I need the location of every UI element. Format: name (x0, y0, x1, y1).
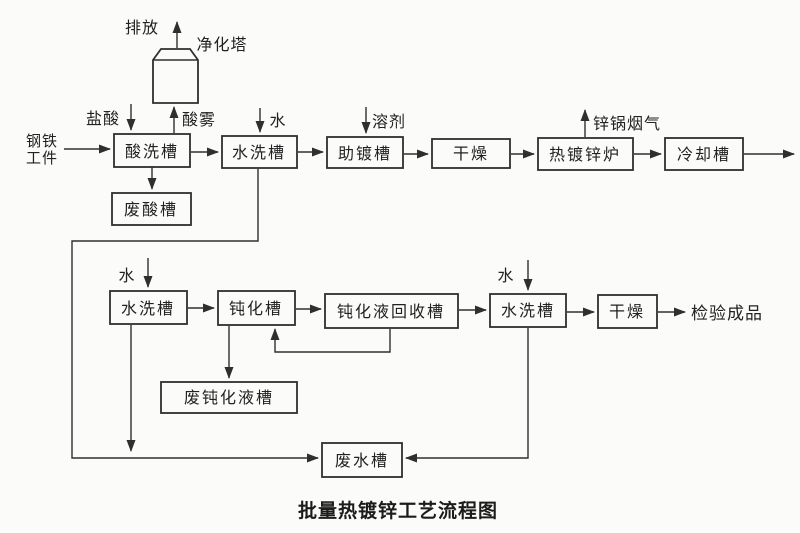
label-passivation-tank: 钝化槽 (229, 300, 283, 318)
label-inspect-product: 检验成品 (691, 304, 763, 323)
box-waste-passivation-tank (160, 381, 298, 414)
box-drying-2 (597, 294, 658, 329)
label-water-bottom-right: 水 (497, 267, 514, 285)
box-waste-water-tank (321, 442, 403, 478)
label-source-line2: 工件 (26, 150, 58, 167)
label-drying-2: 干燥 (609, 303, 645, 321)
label-zinc-pot-fume: 锌锅烟气 (593, 115, 661, 133)
label-galvanizing-furnace: 热镀锌炉 (549, 146, 621, 164)
box-cooling-tank (664, 137, 744, 171)
label-flux-tank: 助镀槽 (338, 145, 392, 163)
box-passivation-tank (217, 290, 296, 326)
label-water-top: 水 (269, 112, 286, 130)
box-passivation-recovery-tank (324, 293, 459, 329)
purification-tower-shape (152, 48, 199, 104)
box-galvanizing-furnace (537, 137, 634, 171)
box-rinse-tank-1 (221, 135, 298, 169)
box-waste-acid-tank (111, 192, 192, 226)
label-source-line1: 钢铁 (26, 133, 58, 150)
label-waste-passivation-tank: 废钝化液槽 (184, 389, 274, 407)
label-discharge: 排放 (125, 19, 159, 37)
box-drying-1 (431, 138, 511, 169)
box-flux-tank (326, 136, 404, 169)
label-water-bottom-left: 水 (118, 267, 135, 285)
label-waste-water-tank: 废水槽 (335, 452, 389, 470)
diagram-title: 批量热镀锌工艺流程图 (298, 499, 498, 522)
box-rinse-tank-3 (489, 293, 567, 328)
label-hydrochloric-acid: 盐酸 (86, 110, 120, 128)
label-rinse-tank-1: 水洗槽 (232, 144, 286, 162)
arrow-recovery-recycle-to-passivation (270, 328, 391, 353)
label-purification-tower: 净化塔 (196, 36, 247, 54)
label-rinse-tank-2: 水洗槽 (121, 300, 175, 318)
arrow-rinse1-to-waste-water (71, 169, 319, 463)
label-drying-1: 干燥 (453, 145, 489, 163)
label-solvent: 溶剂 (372, 113, 406, 131)
label-rinse-tank-3: 水洗槽 (501, 302, 555, 320)
label-waste-acid-tank: 废酸槽 (124, 201, 178, 219)
label-passivation-recovery-tank: 钝化液回收槽 (337, 303, 445, 321)
label-cooling-tank: 冷却槽 (677, 146, 731, 164)
arrow-rinse3-to-waste-water (405, 328, 529, 463)
label-pickling-tank: 酸洗槽 (125, 143, 179, 161)
label-acid-mist: 酸雾 (182, 111, 216, 129)
box-rinse-tank-2 (109, 290, 188, 325)
